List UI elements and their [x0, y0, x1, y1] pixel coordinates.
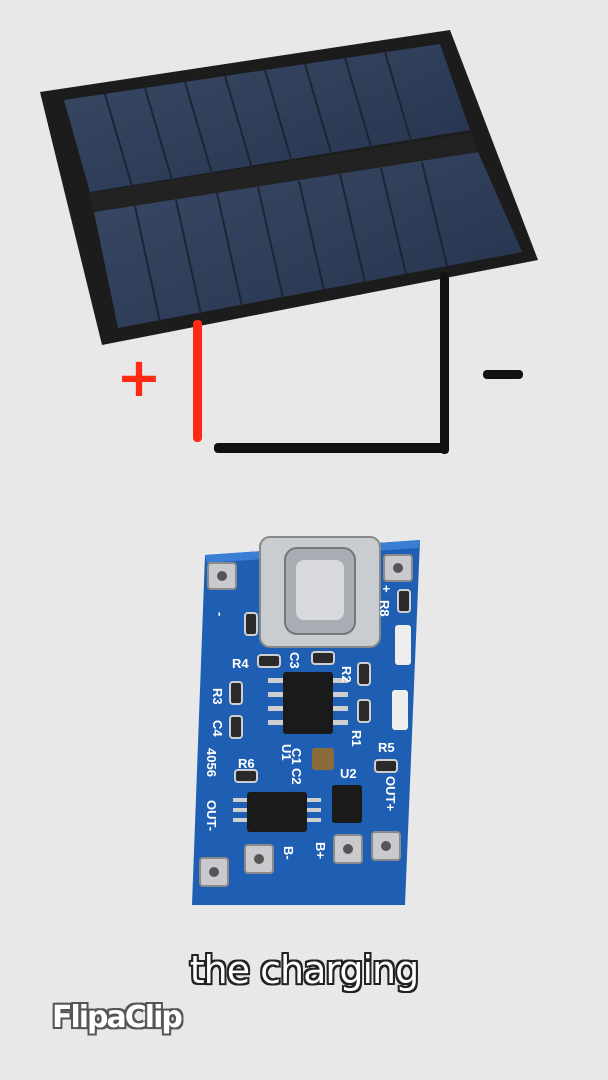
- label-c2: C2: [289, 768, 304, 785]
- label-r1: R1: [349, 730, 364, 747]
- solar-panel-divider: [88, 133, 478, 212]
- label-r2: R2: [339, 666, 354, 683]
- label-r3: R3: [210, 688, 225, 705]
- negative-symbol: [483, 370, 523, 379]
- solar-cells-bottom: [94, 152, 522, 328]
- label-minus: -: [213, 612, 228, 616]
- label-model: 4056: [204, 748, 219, 777]
- solar-panel: [40, 30, 538, 345]
- solar-cell-grid: [104, 51, 448, 323]
- led-red: [395, 625, 411, 665]
- label-c1: C1: [289, 748, 304, 765]
- label-plus: +: [379, 585, 394, 593]
- label-b-plus: B+: [313, 842, 328, 859]
- label-r8: R8: [377, 600, 392, 617]
- ic-u1: [283, 672, 333, 734]
- negative-wire-vertical: [440, 272, 449, 454]
- label-c4: C4: [210, 720, 225, 737]
- ic-protection: [247, 792, 307, 832]
- subtitle-caption: the charging: [189, 948, 420, 992]
- positive-symbol: +: [116, 346, 162, 409]
- positive-wire: [193, 320, 202, 442]
- ic-u2: [332, 785, 362, 823]
- label-c3: C3: [287, 652, 302, 669]
- label-u2: U2: [340, 766, 357, 781]
- label-u1: U1: [279, 744, 294, 761]
- label-r6: R6: [238, 756, 255, 771]
- negative-wire-horizontal: [214, 443, 449, 453]
- label-out-plus: OUT+: [383, 776, 398, 811]
- led-blue: [392, 690, 408, 730]
- label-b-minus: B-: [281, 846, 296, 860]
- flipaclip-watermark: FlipaClip: [52, 1000, 183, 1035]
- label-out-minus: OUT-: [204, 800, 219, 831]
- capacitor: [312, 748, 334, 770]
- label-r5: R5: [378, 740, 395, 755]
- label-r4: R4: [232, 656, 249, 671]
